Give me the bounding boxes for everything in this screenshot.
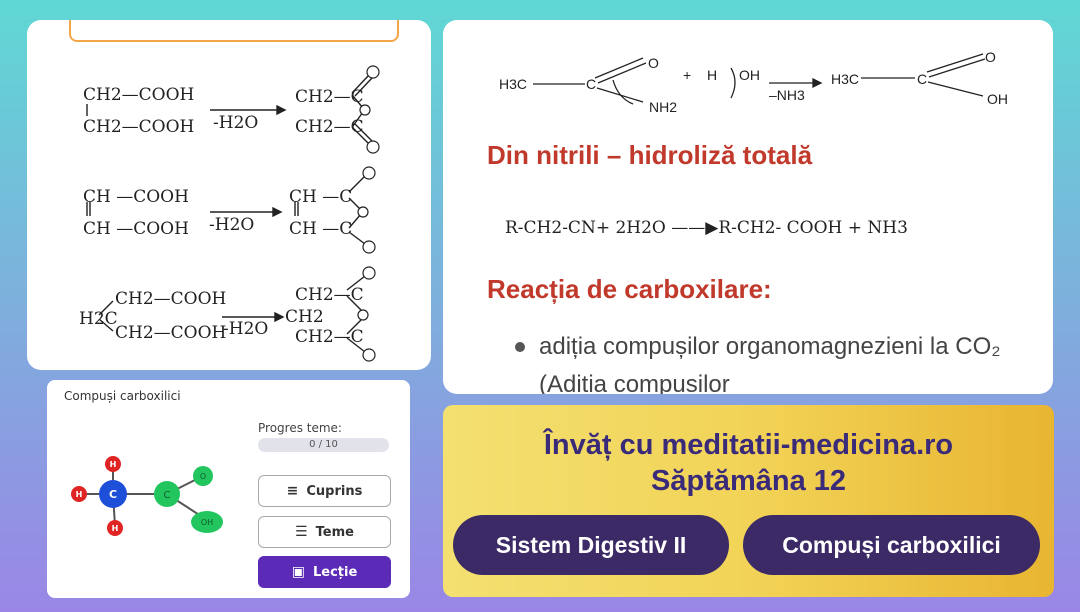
lectie-button[interactable]: ▣ Lecție bbox=[258, 556, 391, 588]
cuprins-button[interactable]: ≡ Cuprins bbox=[258, 475, 391, 507]
r1-product-top: CH2—C bbox=[295, 87, 364, 107]
atom-oh: OH bbox=[201, 518, 213, 527]
anhydride-reactions-panel: CH2—COOH CH2—COOH -H2O CH2—C CH2—C CH —C… bbox=[27, 20, 431, 370]
product-oh: OH bbox=[987, 91, 1008, 107]
sistem-digestiv-button[interactable]: Sistem Digestiv II bbox=[453, 515, 729, 575]
r2-condition: -H2O bbox=[209, 215, 254, 235]
r1-product-bottom: CH2—C bbox=[295, 117, 364, 137]
heading-nitrili: Din nitrili – hidroliză totală bbox=[487, 140, 813, 170]
teme-button[interactable]: ☰ Teme bbox=[258, 516, 391, 548]
atom-o: O bbox=[200, 472, 206, 481]
amide-hydrolysis-equation: H3C C O NH2 + H OH –NH3 H3C C O OH bbox=[499, 49, 1008, 115]
r2-product-bottom: CH —C bbox=[289, 219, 352, 239]
promo-banner: Învăț cu meditatii-medicina.ro Săptămâna… bbox=[443, 405, 1054, 597]
arrow-label: –NH3 bbox=[769, 87, 805, 103]
amide-c: C bbox=[586, 76, 596, 92]
teme-label: Teme bbox=[315, 524, 354, 540]
progress-label: Progres teme: bbox=[258, 421, 342, 435]
orange-frame bbox=[69, 20, 399, 42]
compusi-carboxilici-button[interactable]: Compuși carboxilici bbox=[743, 515, 1040, 575]
reactions-diagram: CH2—COOH CH2—COOH -H2O CH2—C CH2—C CH —C… bbox=[79, 65, 380, 362]
r2-reactant-top: CH —COOH bbox=[83, 187, 189, 207]
r1-reactant-top: CH2—COOH bbox=[83, 85, 194, 105]
r3-product-bottom: CH2—C bbox=[295, 327, 364, 347]
plus-sign: + bbox=[683, 67, 691, 83]
r2-product-top: CH —C bbox=[289, 187, 352, 207]
r1-condition: -H2O bbox=[213, 113, 258, 133]
atom-h-top: H bbox=[110, 460, 117, 469]
nitrile-equation-block: R-CH2-CN+ 2H2O ——▶R-CH2- COOH + NH3 bbox=[505, 218, 908, 238]
r3-product-top: CH2—C bbox=[295, 285, 364, 305]
molecule-illustration: H H H C C O OH bbox=[71, 456, 223, 536]
cuprins-label: Cuprins bbox=[306, 483, 363, 499]
water-h: H bbox=[707, 67, 717, 83]
water-oh: OH bbox=[739, 67, 760, 83]
r3-reactant-prefix: H2C bbox=[79, 309, 118, 329]
r3-product-mid: CH2 bbox=[285, 307, 324, 327]
amide-h3c: H3C bbox=[499, 76, 527, 92]
banner-line1: Învăț cu meditatii-medicina.ro bbox=[543, 429, 954, 461]
amide-nh2: NH2 bbox=[649, 99, 677, 115]
nitrile-equation: R-CH2-CN+ 2H2O ——▶R-CH2- COOH + NH3 bbox=[505, 218, 908, 238]
product-o: O bbox=[985, 49, 996, 65]
product-h3c: H3C bbox=[831, 71, 859, 87]
atom-h-left: H bbox=[76, 490, 83, 499]
course-title: Compuși carboxilici bbox=[64, 389, 181, 403]
lectie-label: Lecție bbox=[312, 564, 358, 580]
lesson-content-panel: H3C C O NH2 + H OH –NH3 H3C C O OH Din n… bbox=[443, 20, 1053, 394]
atom-c-center: C bbox=[109, 488, 117, 501]
r2-reactant-bottom: CH —COOH bbox=[83, 219, 189, 239]
bullet-text: adiția compușilor organomagnezieni la CO… bbox=[539, 333, 1001, 394]
progress-text: 0 / 10 bbox=[309, 439, 338, 450]
course-card: Compuși carboxilici H H H C C O OH Progr… bbox=[47, 380, 410, 598]
atom-c-carboxyl: C bbox=[164, 490, 171, 501]
progress-bar: 0 / 10 bbox=[258, 438, 389, 452]
book-icon: ▣ bbox=[291, 564, 305, 580]
r3-reactant-bottom: CH2—COOH bbox=[115, 323, 226, 343]
bullet-item: adiția compușilor organomagnezieni la CO… bbox=[515, 328, 1035, 394]
banner-title: Învăț cu meditatii-medicina.ro Săptămâna… bbox=[443, 427, 1054, 499]
banner-line2: Săptămâna 12 bbox=[650, 465, 847, 497]
product-c: C bbox=[917, 71, 927, 87]
r3-condition: -H2O bbox=[223, 319, 268, 339]
list-icon: ≡ bbox=[286, 483, 299, 499]
checklist-icon: ☰ bbox=[295, 524, 308, 540]
atom-h-bottom: H bbox=[112, 524, 119, 533]
r1-reactant-bottom: CH2—COOH bbox=[83, 117, 194, 137]
r3-reactant-top: CH2—COOH bbox=[115, 289, 226, 309]
heading-carboxilare: Reacția de carboxilare: bbox=[487, 274, 772, 304]
bullet-dot bbox=[515, 342, 525, 352]
amide-o: O bbox=[648, 55, 659, 71]
